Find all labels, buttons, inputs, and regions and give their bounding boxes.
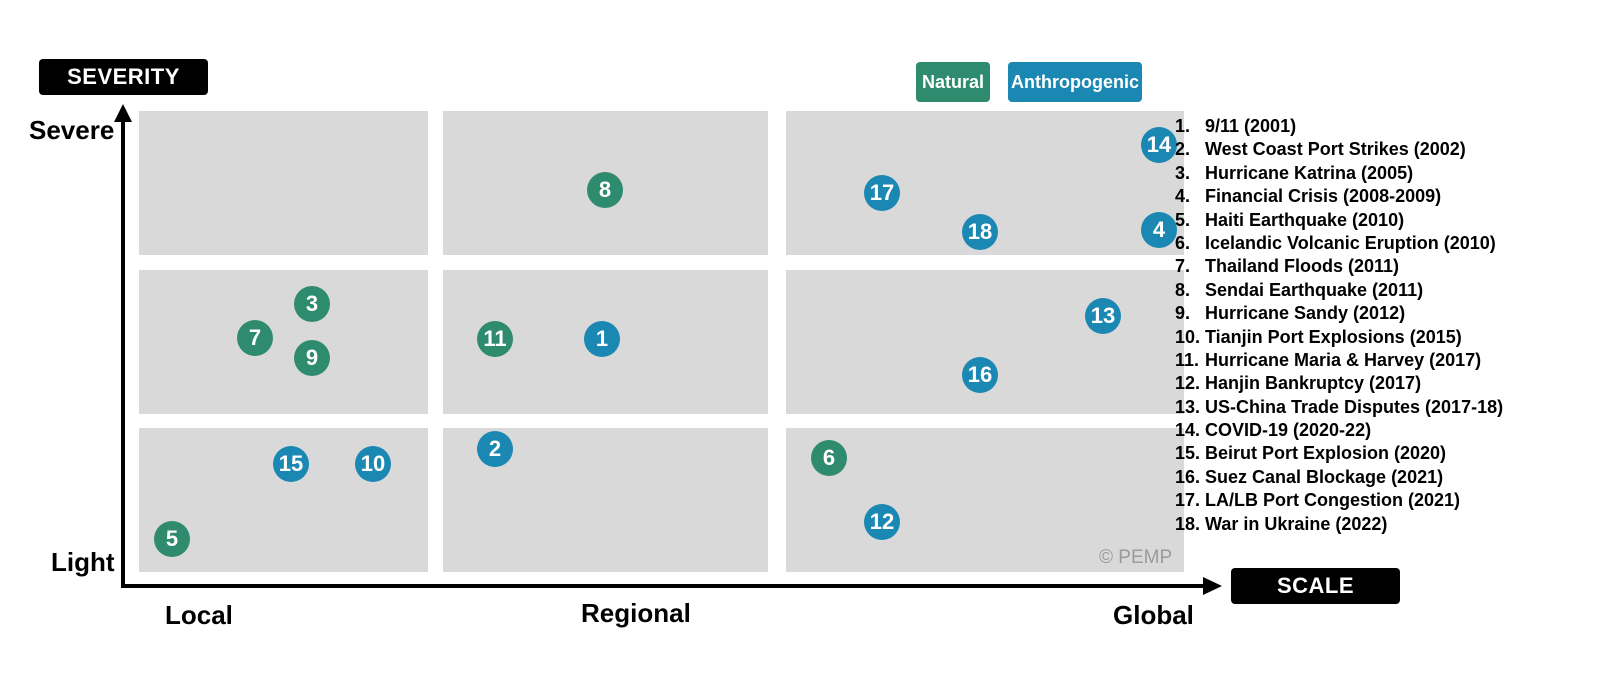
event-label: West Coast Port Strikes (2002)	[1205, 139, 1466, 160]
event-list-item: 13.US-China Trade Disputes (2017-18)	[1175, 396, 1503, 419]
event-label: US-China Trade Disputes (2017-18)	[1205, 396, 1504, 417]
event-label: Suez Canal Blockage (2021)	[1205, 466, 1444, 487]
event-number: 5.	[1175, 209, 1191, 230]
event-marker-5: 5	[154, 521, 190, 557]
event-label: Beirut Port Explosion (2020)	[1205, 443, 1447, 464]
event-number: 8.	[1175, 279, 1191, 300]
event-marker-17: 17	[864, 175, 900, 211]
event-list-item: 4. Financial Crisis (2008-2009)	[1175, 185, 1503, 208]
legend-natural: Natural	[916, 62, 990, 102]
event-label: Financial Crisis (2008-2009)	[1205, 186, 1442, 207]
event-list-item: 6. Icelandic Volcanic Eruption (2010)	[1175, 232, 1503, 255]
event-list-item: 14.COVID-19 (2020-22)	[1175, 419, 1503, 442]
event-label: War in Ukraine (2022)	[1205, 513, 1388, 534]
event-marker-6: 6	[811, 440, 847, 476]
event-marker-4: 4	[1141, 212, 1177, 248]
event-number: 1.	[1175, 116, 1191, 136]
scale-axis-title: SCALE	[1231, 568, 1400, 604]
event-marker-15: 15	[273, 446, 309, 482]
event-list-item: 16.Suez Canal Blockage (2021)	[1175, 466, 1503, 489]
event-number: 13.	[1175, 396, 1201, 417]
event-label: Hurricane Sandy (2012)	[1205, 303, 1406, 324]
event-marker-3: 3	[294, 286, 330, 322]
event-label: Hurricane Katrina (2005)	[1205, 162, 1414, 183]
event-number: 7.	[1175, 256, 1191, 277]
event-list-item: 15.Beirut Port Explosion (2020)	[1175, 442, 1503, 465]
event-marker-13: 13	[1085, 298, 1121, 334]
cell-severe-local	[139, 111, 428, 255]
severity-axis-title: SEVERITY	[39, 59, 208, 95]
event-list-item: 18.War in Ukraine (2022)	[1175, 513, 1503, 536]
event-label: COVID-19 (2020-22)	[1205, 420, 1372, 441]
event-number: 3.	[1175, 162, 1191, 183]
event-list-item: 3. Hurricane Katrina (2005)	[1175, 162, 1503, 185]
event-number: 6.	[1175, 232, 1191, 253]
event-list-item: 11.Hurricane Maria & Harvey (2017)	[1175, 349, 1503, 372]
event-label: Tianjin Port Explosions (2015)	[1205, 326, 1462, 347]
event-list-item: 5. Haiti Earthquake (2010)	[1175, 209, 1503, 232]
event-label: Hanjin Bankruptcy (2017)	[1205, 373, 1422, 394]
event-marker-18: 18	[962, 214, 998, 250]
severe-label: Severe	[29, 115, 115, 145]
event-label: 9/11 (2001)	[1205, 116, 1297, 136]
event-number: 4.	[1175, 186, 1191, 207]
event-number: 9.	[1175, 303, 1191, 324]
copyright-text: © PEMP	[1099, 547, 1173, 568]
event-label: Sendai Earthquake (2011)	[1205, 279, 1424, 300]
event-list-item: 17.LA/LB Port Congestion (2021)	[1175, 489, 1503, 512]
event-number: 10.	[1175, 326, 1201, 347]
event-marker-12: 12	[864, 504, 900, 540]
event-marker-16: 16	[962, 357, 998, 393]
event-number: 11.	[1175, 349, 1200, 370]
event-marker-11: 11	[477, 321, 513, 357]
event-label: LA/LB Port Congestion (2021)	[1205, 490, 1461, 511]
light-label: Light	[51, 547, 115, 577]
event-marker-9: 9	[294, 340, 330, 376]
event-marker-14: 14	[1141, 127, 1177, 163]
event-list: 1. 9/11 (2001) 2. West Coast Port Strikes (…	[1175, 115, 1503, 536]
event-label: Haiti Earthquake (2010)	[1205, 209, 1405, 230]
global-label: Global	[1113, 600, 1194, 630]
event-number: 15.	[1175, 443, 1201, 464]
event-number: 16.	[1175, 466, 1201, 487]
event-list-item: 10.Tianjin Port Explosions (2015)	[1175, 326, 1503, 349]
event-label: Hurricane Maria & Harvey (2017)	[1205, 349, 1482, 370]
event-marker-8: 8	[587, 172, 623, 208]
legend-anthropogenic: Anthropogenic	[1008, 62, 1142, 102]
event-list-item: 7. Thailand Floods (2011)	[1175, 255, 1503, 278]
event-marker-10: 10	[355, 446, 391, 482]
event-number: 14.	[1175, 420, 1201, 441]
event-list-item: 9. Hurricane Sandy (2012)	[1175, 302, 1503, 325]
regional-label: Regional	[581, 598, 691, 628]
event-list-item: 2. West Coast Port Strikes (2002)	[1175, 138, 1503, 161]
event-number: 17.	[1175, 490, 1201, 511]
event-number: 2.	[1175, 139, 1191, 160]
cell-medium-local	[139, 270, 428, 414]
event-marker-7: 7	[237, 320, 273, 356]
event-list-item: 1. 9/11 (2001)	[1175, 115, 1503, 138]
event-number: 18.	[1175, 513, 1201, 534]
event-list-item: 8. Sendai Earthquake (2011)	[1175, 279, 1503, 302]
cell-light-global	[786, 428, 1184, 572]
event-marker-1: 1	[584, 321, 620, 357]
event-number: 12.	[1175, 373, 1201, 394]
local-label: Local	[165, 600, 233, 630]
event-marker-2: 2	[477, 431, 513, 467]
event-label: Thailand Floods (2011)	[1205, 256, 1400, 277]
event-list-item: 12.Hanjin Bankruptcy (2017)	[1175, 372, 1503, 395]
event-label: Icelandic Volcanic Eruption (2010)	[1205, 232, 1496, 253]
